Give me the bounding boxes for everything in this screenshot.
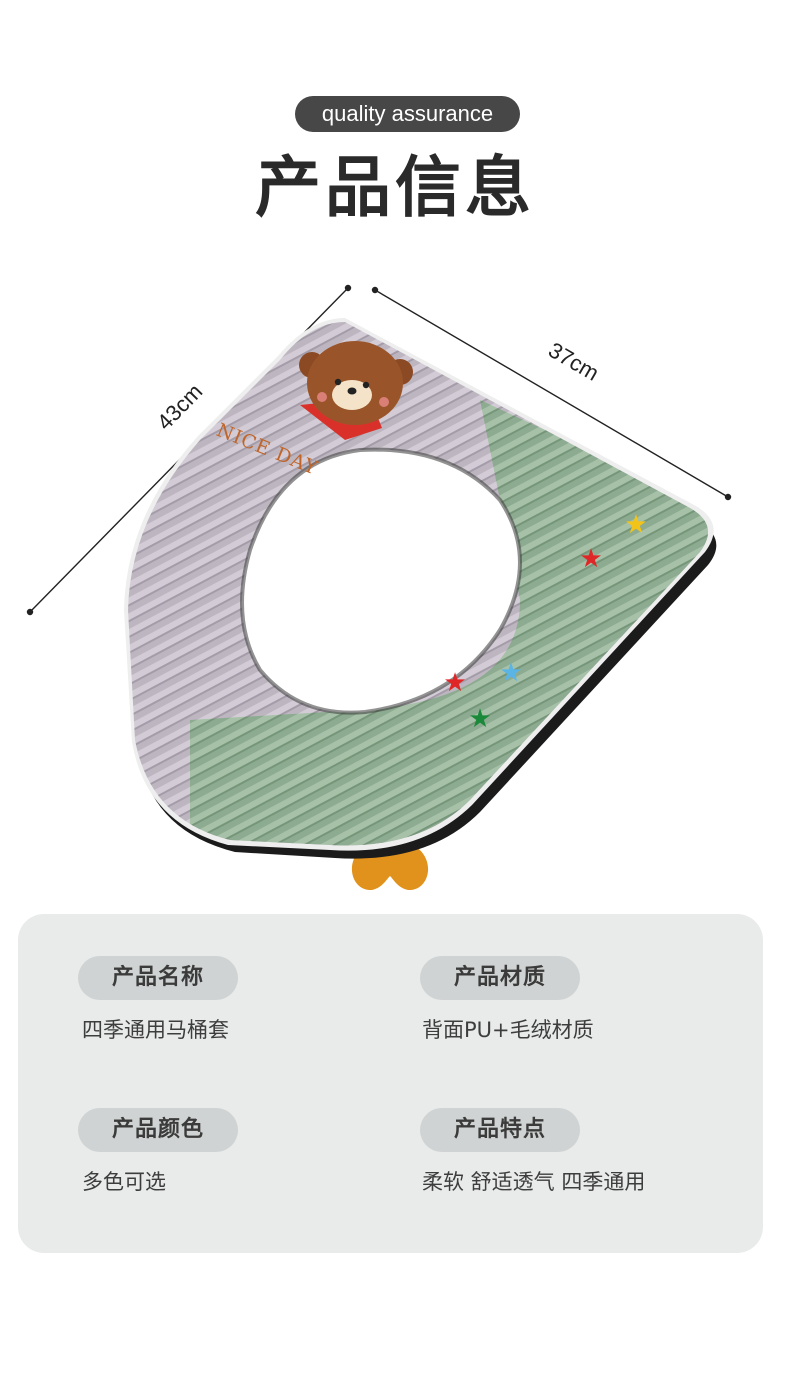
product-name-value: 四季通用马桶套	[82, 1018, 229, 1042]
quality-badge: quality assurance	[295, 96, 520, 132]
svg-text:★: ★	[443, 668, 466, 698]
page-title: 产品信息	[255, 149, 535, 226]
product-color-label: 产品颜色	[78, 1108, 238, 1152]
product-info-card: 产品名称 四季通用马桶套 产品材质 背面PU+毛绒材质 产品颜色 多色可选 产品…	[18, 914, 763, 1253]
product-image: 43cm 37cm NICE DAY	[0, 270, 790, 910]
svg-text:★: ★	[468, 704, 491, 734]
star-decorations: ★ ★ ★ ★ ★	[443, 510, 647, 734]
dimension-height-label: 43cm	[152, 379, 207, 435]
product-feature-value: 柔软 舒适透气 四季通用	[422, 1170, 646, 1194]
svg-text:★: ★	[579, 544, 602, 574]
product-material-label: 产品材质	[420, 956, 580, 1000]
bear-applique	[299, 341, 413, 440]
product-material-value: 背面PU+毛绒材质	[422, 1018, 594, 1042]
product-feature-label: 产品特点	[420, 1108, 580, 1152]
svg-text:★: ★	[499, 658, 522, 688]
product-color-value: 多色可选	[82, 1170, 166, 1194]
product-name-label: 产品名称	[78, 956, 238, 1000]
svg-text:★: ★	[624, 510, 647, 540]
dimension-width-label: 37cm	[544, 337, 603, 386]
